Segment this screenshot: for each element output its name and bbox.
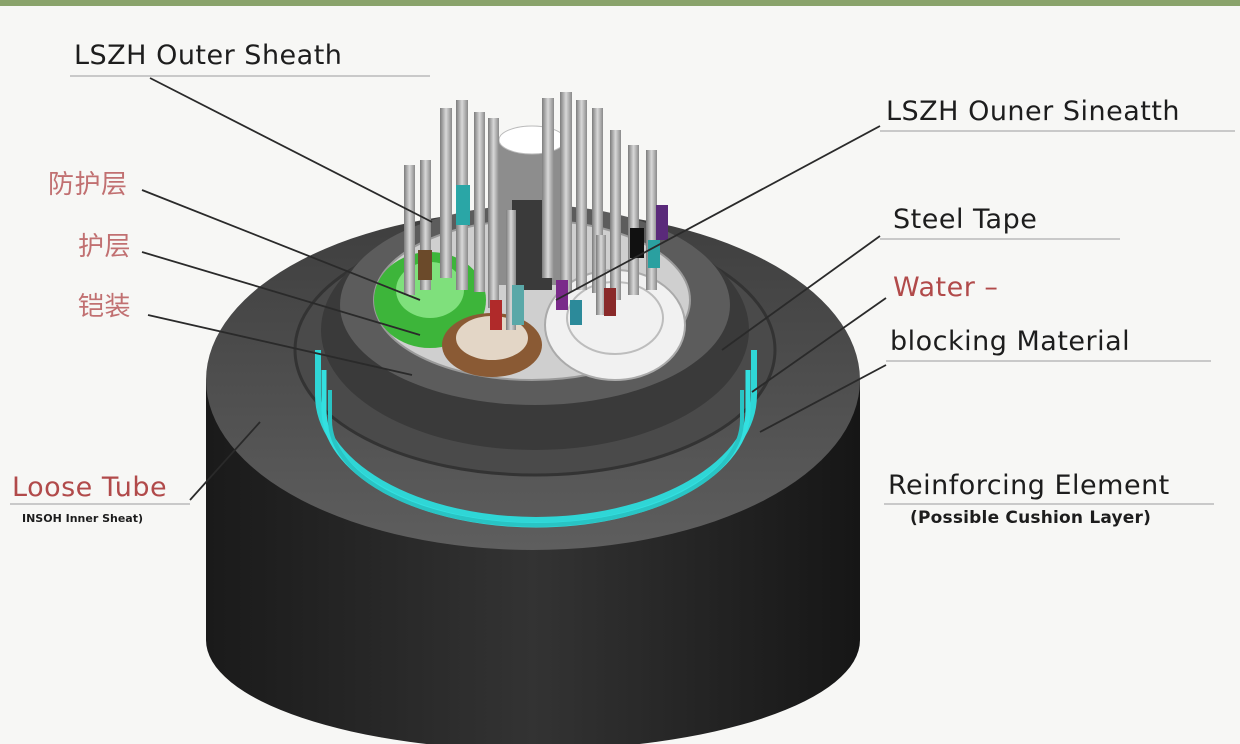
water-blocking-layer xyxy=(315,350,757,528)
top-bar xyxy=(0,0,1240,6)
label-underline xyxy=(880,130,1235,132)
label-outer-sheath-right: LSZH Ouner Sineatth xyxy=(886,96,1181,127)
label-underline xyxy=(886,360,1211,362)
label-underline xyxy=(70,75,430,77)
label-cjk-1: 防护层 xyxy=(48,170,128,200)
label-inner-sheath: INSOH Inner Sheat) xyxy=(22,512,143,525)
label-reinforcing-element: Reinforcing Element xyxy=(888,470,1170,501)
fiber-bundle xyxy=(404,92,668,330)
label-underline xyxy=(880,238,1120,240)
label-underline xyxy=(884,503,1214,505)
label-outer-sheath-top: LSZH Outer Sheath xyxy=(74,40,343,71)
label-cjk-3: 铠装 xyxy=(78,292,132,322)
label-water-blocking-line1: Water – xyxy=(893,272,999,303)
label-loose-tube: Loose Tube xyxy=(12,472,168,503)
label-cushion-layer: (Possible Cushion Layer) xyxy=(910,508,1152,528)
label-underline xyxy=(10,503,190,505)
label-water-blocking-line2: blocking Material xyxy=(890,326,1131,357)
leader-lines xyxy=(141,77,887,501)
label-steel-tape: Steel Tape xyxy=(893,204,1038,235)
label-cjk-2: 护层 xyxy=(78,232,132,262)
